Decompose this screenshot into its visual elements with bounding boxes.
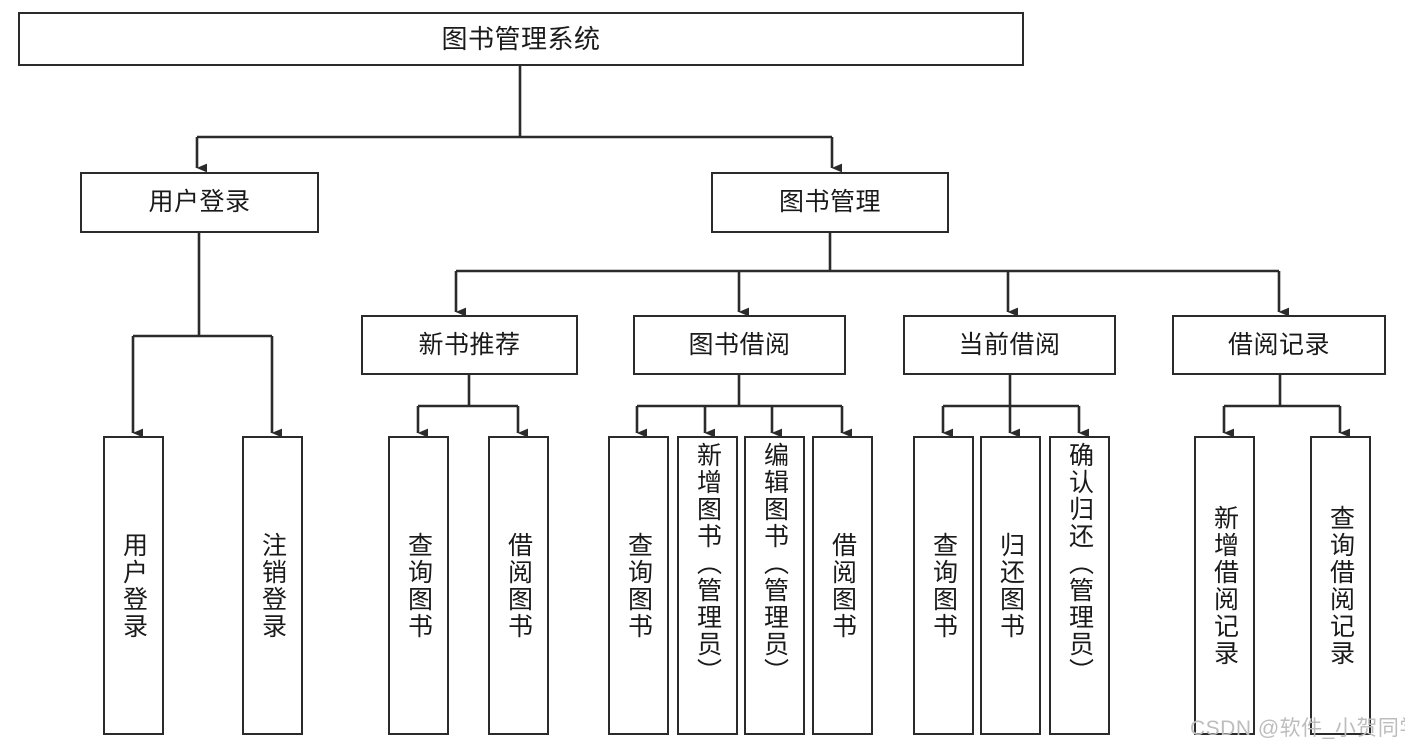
leaf-borrow-book-borrow[interactable]: 借阅图书	[812, 436, 873, 735]
node-label: 用户登录	[148, 188, 251, 216]
node-label: 注销登录	[258, 531, 287, 640]
node-label: 图书管理系统	[441, 24, 601, 54]
leaf-query-book-borrow[interactable]: 查询图书	[608, 436, 669, 735]
leaf-return-book[interactable]: 归还图书	[980, 436, 1041, 735]
node-label: 编辑图书（管理员）	[760, 442, 789, 685]
node-label: 查询图书	[404, 531, 433, 640]
node-label: 借阅图书	[828, 531, 857, 640]
leaf-user-logout[interactable]: 注销登录	[242, 436, 303, 735]
node-label: 用户登录	[119, 531, 148, 640]
node-label: 图书管理	[778, 188, 881, 216]
node-label: 借阅图书	[504, 531, 533, 640]
node-new-book-recommend[interactable]: 新书推荐	[361, 315, 578, 375]
node-label: 图书借阅	[688, 330, 791, 359]
leaf-edit-book-admin[interactable]: 编辑图书（管理员）	[744, 436, 805, 735]
leaf-confirm-return-admin[interactable]: 确认归还（管理员）	[1049, 436, 1110, 735]
node-label: 查询图书	[624, 531, 653, 640]
node-label: 查询借阅记录	[1326, 504, 1355, 667]
node-label: 借阅记录	[1227, 330, 1330, 359]
node-label: 新增图书（管理员）	[693, 442, 722, 685]
leaf-borrow-book-recommend[interactable]: 借阅图书	[488, 436, 549, 735]
node-label: 确认归还（管理员）	[1065, 442, 1094, 685]
node-user-login[interactable]: 用户登录	[80, 172, 319, 233]
node-book-borrow[interactable]: 图书借阅	[633, 315, 846, 375]
node-label: 当前借阅	[958, 330, 1061, 359]
node-label: 归还图书	[996, 531, 1025, 640]
leaf-add-borrow-record[interactable]: 新增借阅记录	[1194, 436, 1255, 735]
node-label: 查询图书	[929, 531, 958, 640]
node-label: 新书推荐	[418, 330, 521, 359]
leaf-query-book-recommend[interactable]: 查询图书	[388, 436, 449, 735]
leaf-query-borrow-record[interactable]: 查询借阅记录	[1310, 436, 1371, 735]
node-borrow-record[interactable]: 借阅记录	[1172, 315, 1386, 375]
leaf-query-book-current[interactable]: 查询图书	[913, 436, 974, 735]
leaf-user-login[interactable]: 用户登录	[103, 436, 164, 735]
node-current-borrow[interactable]: 当前借阅	[903, 315, 1116, 375]
node-label: 新增借阅记录	[1210, 504, 1239, 667]
node-root-book-management-system[interactable]: 图书管理系统	[18, 12, 1024, 66]
csdn-watermark: CSDN @软件_小贺同学	[1190, 717, 1405, 740]
leaf-add-book-admin[interactable]: 新增图书（管理员）	[677, 436, 738, 735]
node-book-management[interactable]: 图书管理	[711, 172, 949, 233]
